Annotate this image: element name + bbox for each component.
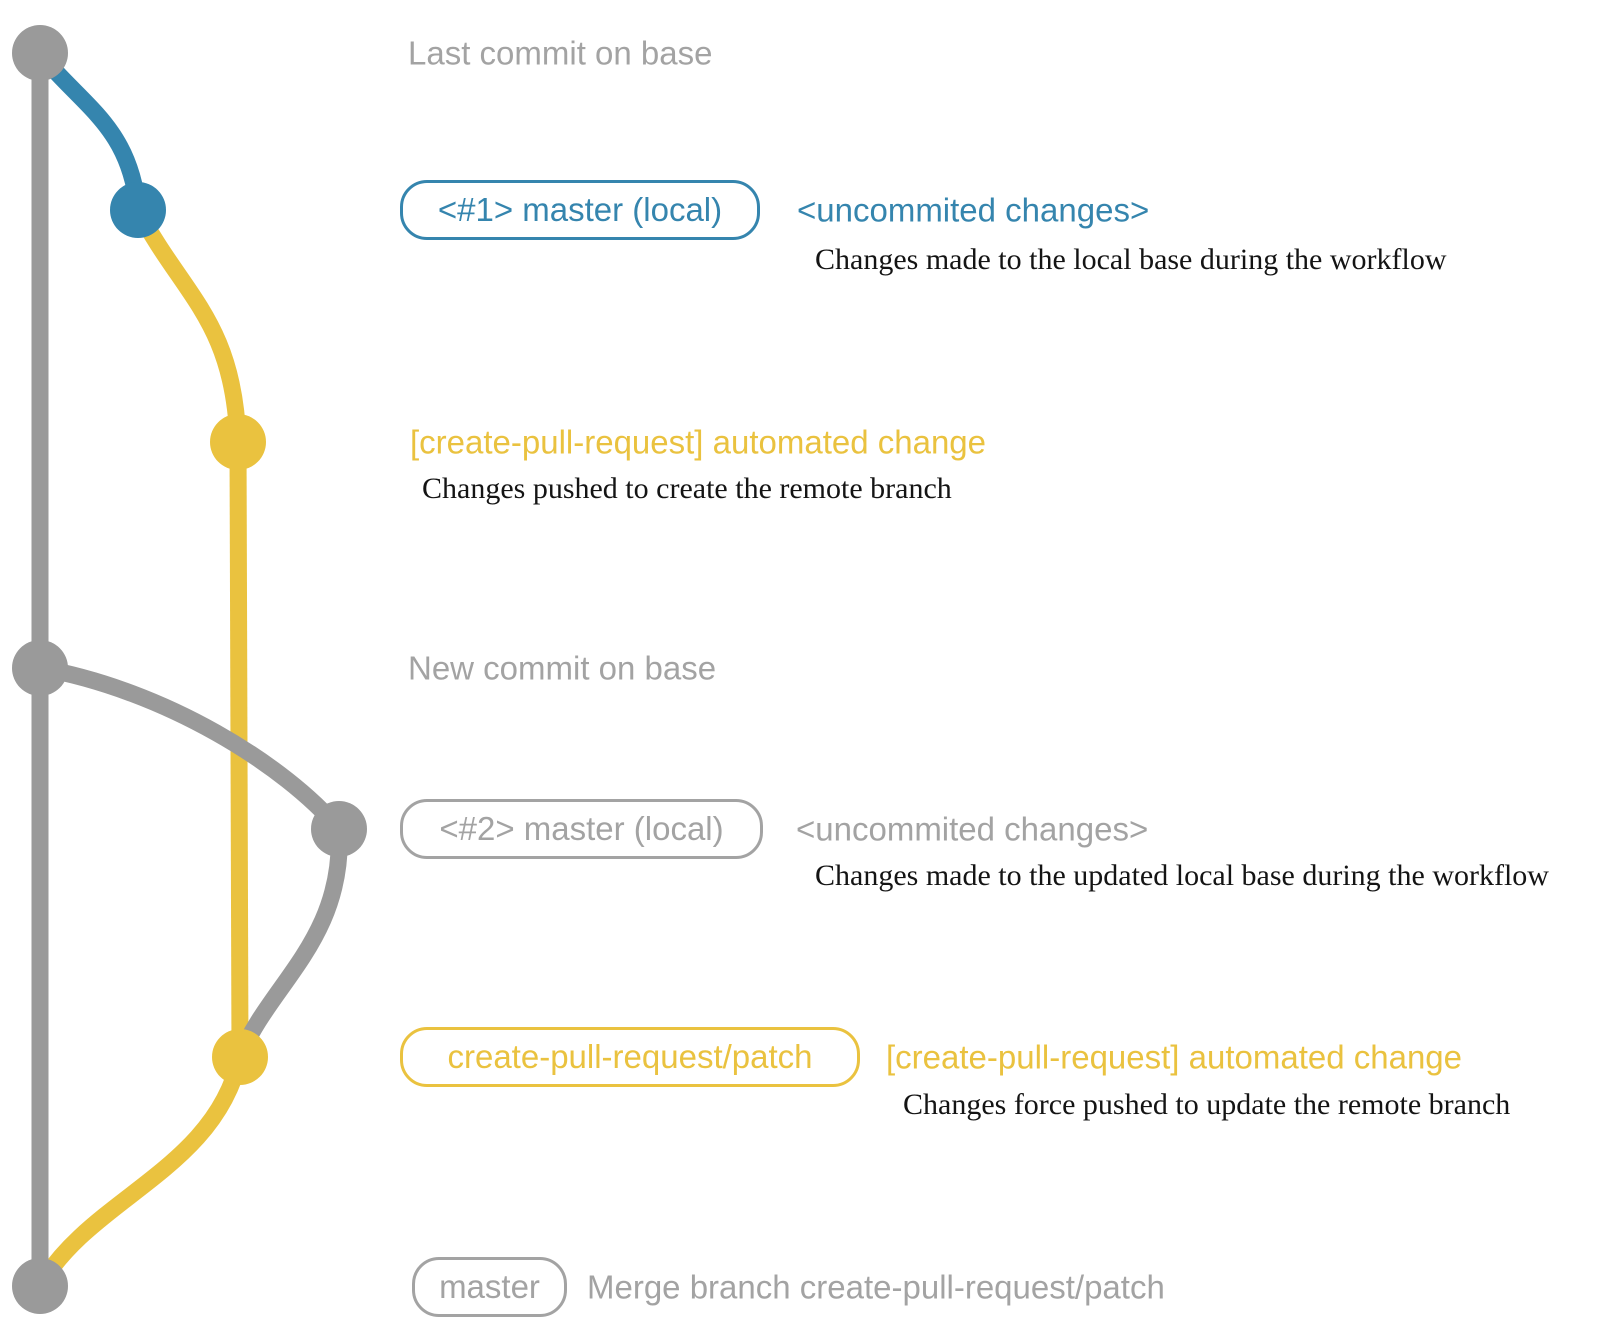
commit-body-push-2: Changes force pushed to update the remot… [903,1088,1511,1121]
patch-branch-line-out [129,201,247,451]
commit-message-last-base: Last commit on base [408,34,713,72]
branch-ref-badge-patch: create-pull-request/patch [400,1027,860,1087]
commit-message-push-1: [create-pull-request] automated change [410,423,987,461]
commit-message-push-2: [create-pull-request] automated change [886,1038,1463,1076]
merge-line [31,1048,249,1295]
commit-body-push-1: Changes pushed to create the remote bran… [422,472,952,505]
commit-dot-local-1 [110,182,166,238]
commit-dot-push-1 [210,414,266,470]
commit-message-local-1: <uncommited changes> [797,191,1150,229]
branch-ref-badge-master-local-2: <#2> master (local) [400,799,763,859]
local-branch-line-2 [31,659,348,838]
commit-dot-last-base [12,25,68,81]
force-push-line [231,820,348,1066]
commit-dot-push-2 [212,1029,268,1085]
commit-message-new-base: New commit on base [408,649,717,687]
commit-dot-local-2 [311,801,367,857]
commit-message-merge: Merge branch create-pull-request/patch [587,1268,1165,1306]
commit-message-local-2: <uncommited changes> [796,810,1149,848]
commit-dot-new-base [12,640,68,696]
commit-body-local-2: Changes made to the updated local base d… [815,859,1549,892]
branch-ref-badge-master: master [412,1257,567,1317]
branch-ref-badge-master-local-1: <#1> master (local) [400,180,760,240]
commit-body-local-1: Changes made to the local base during th… [815,243,1447,276]
commit-dot-merge [12,1258,68,1314]
